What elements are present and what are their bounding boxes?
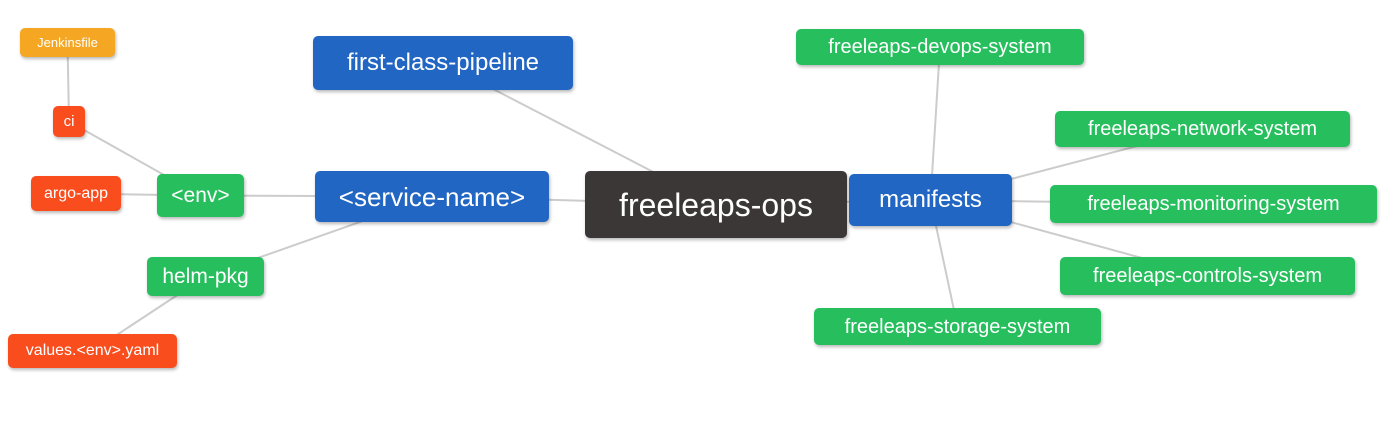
node-service-name[interactable]: <service-name>	[315, 171, 549, 222]
node-first-class-pipeline[interactable]: first-class-pipeline	[313, 36, 573, 90]
node-freeleaps-devops-system[interactable]: freeleaps-devops-system	[796, 29, 1084, 65]
node-manifests[interactable]: manifests	[849, 174, 1012, 226]
node-jenkinsfile[interactable]: Jenkinsfile	[20, 28, 115, 57]
node-freeleaps-network-system[interactable]: freeleaps-network-system	[1055, 111, 1350, 147]
node-freeleaps-controls-system[interactable]: freeleaps-controls-system	[1060, 257, 1355, 295]
node-freeleaps-storage-system[interactable]: freeleaps-storage-system	[814, 308, 1101, 345]
node-freeleaps-monitoring-system[interactable]: freeleaps-monitoring-system	[1050, 185, 1377, 223]
node-argo-app[interactable]: argo-app	[31, 176, 121, 211]
node-freeleaps-ops[interactable]: freeleaps-ops	[585, 171, 847, 238]
node-env[interactable]: <env>	[157, 174, 244, 217]
node-values-env-yaml[interactable]: values.<env>.yaml	[8, 334, 177, 368]
node-ci[interactable]: ci	[53, 106, 85, 137]
node-helm-pkg[interactable]: helm-pkg	[147, 257, 264, 296]
